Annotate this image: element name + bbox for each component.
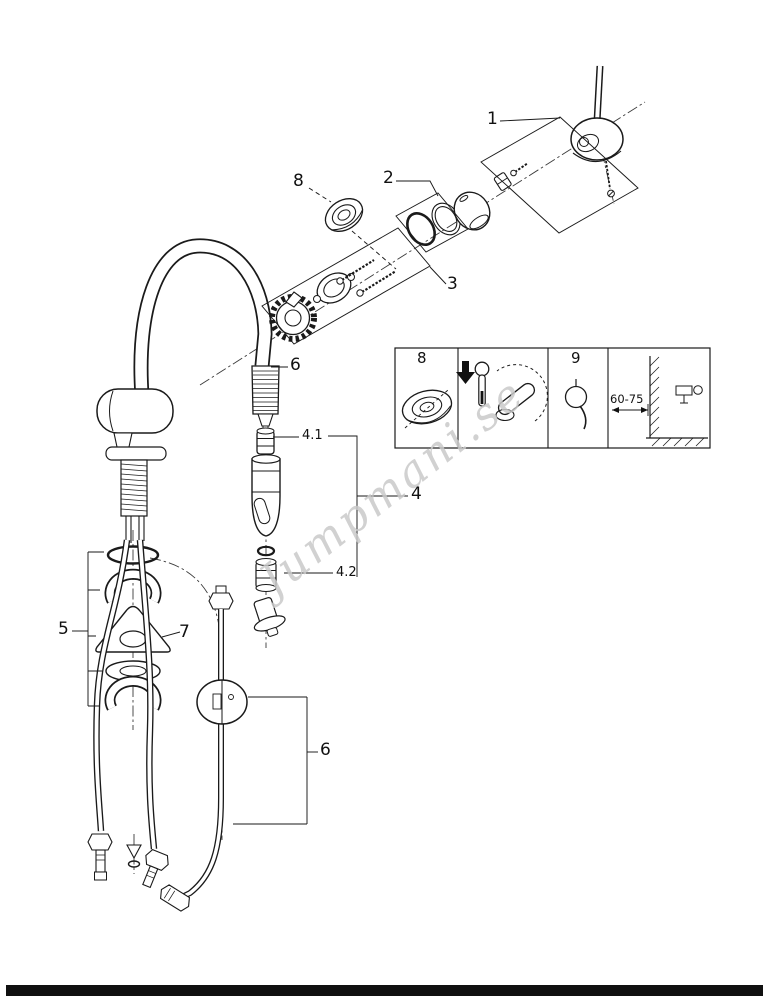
part-label-6-lower: 6: [320, 740, 331, 760]
part-label-7: 7: [179, 622, 190, 642]
leader-lines: [72, 116, 639, 825]
part-label-4-1: 4.1: [302, 428, 323, 443]
part-label-4-2: 4.2: [336, 565, 357, 580]
supply-hoses: [87, 539, 169, 889]
o-ring: [406, 212, 436, 246]
part-label-1: 1: [487, 109, 498, 129]
cartridge: [269, 291, 317, 342]
mounting-hardware: [95, 545, 171, 711]
cartridge-screws: [336, 259, 397, 297]
inset-panel: [394, 347, 711, 449]
center-lines: [132, 101, 646, 874]
mounting-depth-dimension: 60-75: [610, 392, 644, 406]
hose-weight: [196, 679, 248, 725]
part-label-2: 2: [383, 168, 394, 188]
dock-connector: [253, 597, 286, 637]
inset-temperature-limiter: [456, 361, 548, 422]
dome-cap: [453, 191, 491, 231]
rosette: [324, 198, 364, 232]
lever-handle: [570, 65, 624, 198]
pullout-hose-tube: [160, 585, 234, 912]
bottom-bar: [6, 985, 763, 996]
part-label-8: 8: [293, 171, 304, 191]
part-label-5: 5: [58, 619, 69, 639]
handle-bush: [493, 162, 529, 191]
inset-pull-knob: [564, 379, 588, 430]
spout-hose-connector: [251, 365, 280, 433]
inset-mounting-depth: [612, 356, 708, 447]
inset-label-9: 9: [571, 349, 581, 367]
inset-label-8: 8: [417, 349, 427, 367]
inset-rosette: [401, 389, 453, 425]
part-label-3: 3: [447, 274, 458, 294]
part-label-4: 4: [411, 484, 422, 504]
spray-head-assembly: [251, 427, 286, 637]
part-label-6-upper: 6: [290, 355, 301, 375]
faucet-body: [96, 238, 273, 546]
